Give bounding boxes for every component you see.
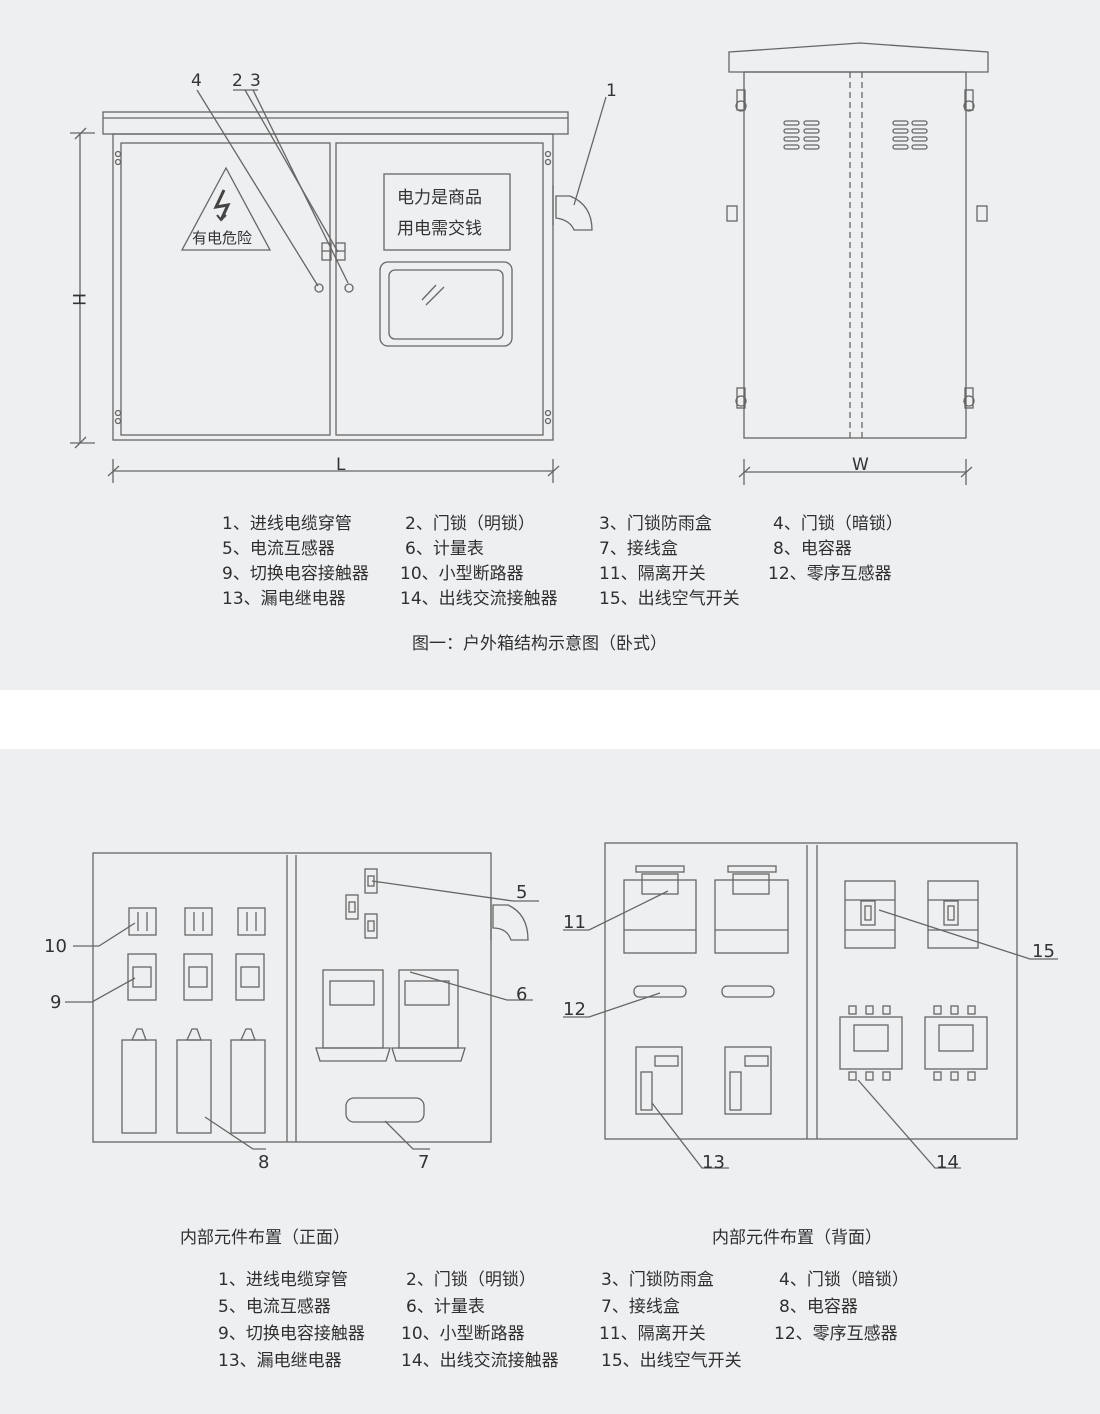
- callout-2: 2: [232, 71, 243, 91]
- concealed-lock-icon: [314, 283, 324, 293]
- cable-conduit: [555, 195, 593, 231]
- door-slogan-line-1: 电力是商品: [397, 188, 482, 208]
- legend-item: 4、门锁（暗锁）: [779, 1270, 909, 1290]
- front-callout-10: 10: [44, 936, 67, 957]
- right-door: [335, 142, 544, 436]
- legend-item: 12、零序互感器: [768, 564, 892, 584]
- legend-item: 7、接线盒: [601, 1297, 680, 1317]
- figure-2-panel: [0, 749, 1100, 1414]
- front-callout-9: 9: [50, 992, 61, 1013]
- legend-item: 8、电容器: [779, 1297, 858, 1317]
- legend-item: 10、小型断路器: [400, 564, 524, 584]
- back-layout-caption: 内部元件布置（背面）: [712, 1228, 882, 1248]
- dimension-L: L: [336, 455, 346, 475]
- front-callout-6: 6: [516, 984, 527, 1005]
- front-layout: [65, 852, 539, 1150]
- legend-item: 7、接线盒: [599, 539, 678, 559]
- front-plate: [92, 852, 492, 1143]
- warning-sign-text: 有电危险: [192, 229, 252, 247]
- door-slogan-line-2: 用电需交钱: [397, 219, 482, 239]
- callout-3: 3: [250, 71, 261, 91]
- legend-item: 14、出线交流接触器: [401, 1351, 559, 1371]
- meter-window-frame: [379, 261, 513, 347]
- left-door: [120, 142, 331, 436]
- back-callout-11: 11: [563, 912, 586, 933]
- slogan-box: [383, 173, 511, 251]
- legend-item: 15、出线空气开关: [601, 1351, 742, 1371]
- front-callout-7: 7: [418, 1152, 429, 1173]
- exposed-lock-icon: [344, 283, 354, 293]
- warning-triangle: [180, 166, 272, 251]
- cabinet-front-view: [70, 89, 607, 483]
- legend-item: 6、计量表: [406, 1297, 485, 1317]
- front-callout-5: 5: [516, 882, 527, 903]
- louver-left: [783, 120, 820, 150]
- legend-item: 5、电流互感器: [218, 1297, 331, 1317]
- back-plate: [604, 842, 1018, 1140]
- legend-item: 3、门锁防雨盒: [599, 514, 712, 534]
- legend-item: 8、电容器: [773, 539, 852, 559]
- front-layout-caption: 内部元件布置（正面）: [180, 1228, 350, 1248]
- callout-4: 4: [191, 71, 202, 91]
- legend-item: 6、计量表: [405, 539, 484, 559]
- cabinet-side-view: [726, 42, 989, 485]
- back-callout-14: 14: [936, 1152, 959, 1173]
- legend-item: 1、进线电缆穿管: [222, 514, 352, 534]
- back-callout-15: 15: [1032, 941, 1055, 962]
- louver-right: [892, 120, 928, 150]
- back-callout-13: 13: [702, 1152, 725, 1173]
- back-callout-12: 12: [563, 999, 586, 1020]
- legend-item: 10、小型断路器: [401, 1324, 525, 1344]
- back-layout: [563, 842, 1058, 1169]
- legend-item: 1、进线电缆穿管: [218, 1270, 348, 1290]
- cabinet-body: [112, 133, 554, 441]
- legend-item: 15、出线空气开关: [599, 589, 740, 609]
- legend-item: 13、漏电继电器: [218, 1351, 342, 1371]
- legend-item: 9、切换电容接触器: [222, 564, 369, 584]
- legend-item: 2、门锁（明锁）: [405, 514, 535, 534]
- legend-item: 12、零序互感器: [774, 1324, 898, 1344]
- legend-item: 3、门锁防雨盒: [601, 1270, 714, 1290]
- legend-item: 2、门锁（明锁）: [406, 1270, 536, 1290]
- side-roof: [728, 42, 989, 73]
- figure-1-caption: 图一：户外箱结构示意图（卧式）: [412, 634, 667, 654]
- legend-item: 11、隔离开关: [599, 1324, 706, 1344]
- legend-item: 4、门锁（暗锁）: [773, 514, 903, 534]
- legend-item: 13、漏电继电器: [222, 589, 346, 609]
- front-callout-8: 8: [258, 1152, 269, 1173]
- dimension-H: H: [68, 293, 88, 306]
- dimension-W: W: [852, 455, 869, 475]
- legend-item: 9、切换电容接触器: [218, 1324, 365, 1344]
- lightning-icon: [213, 189, 231, 221]
- callout-1: 1: [606, 81, 617, 101]
- legend-item: 14、出线交流接触器: [400, 589, 558, 609]
- meter-window-glass: [388, 269, 504, 340]
- side-body: [743, 71, 967, 439]
- legend-item: 5、电流互感器: [222, 539, 335, 559]
- legend-item: 11、隔离开关: [599, 564, 706, 584]
